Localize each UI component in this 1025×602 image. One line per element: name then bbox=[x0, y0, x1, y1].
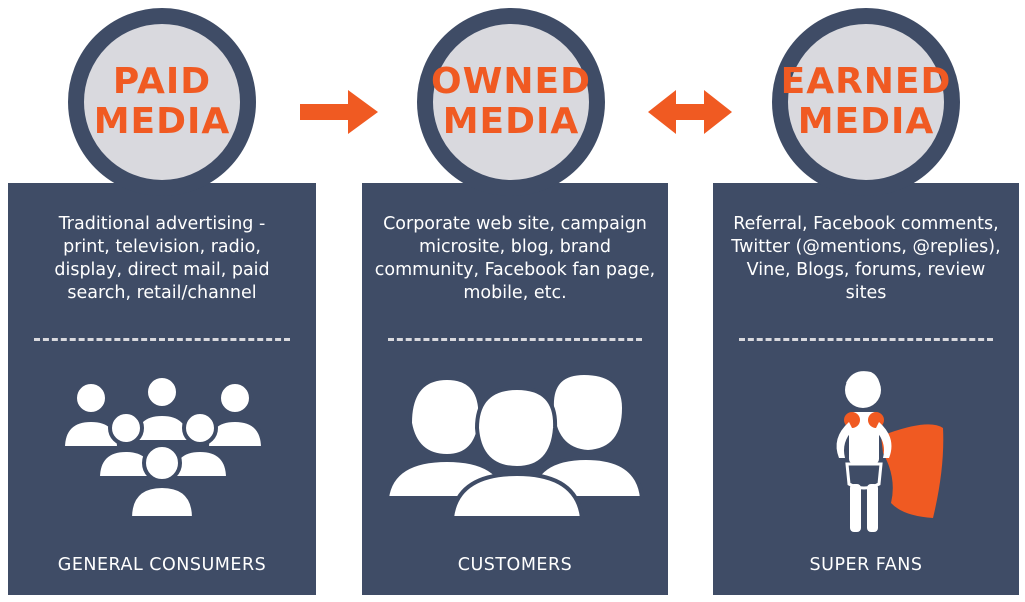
right-arrow-icon bbox=[300, 90, 378, 134]
crowd-icon bbox=[60, 374, 266, 520]
paid-media-audience: GENERAL CONSUMERS bbox=[57, 555, 267, 575]
paid-media-panel: Traditional advertising - print, televis… bbox=[8, 183, 316, 595]
paid-media-title-line-1: PAID bbox=[112, 61, 212, 102]
earned-media-circle: EARNED MEDIA bbox=[772, 8, 960, 196]
earned-media-title-line-2: MEDIA bbox=[797, 101, 935, 142]
owned-media-description: Corporate web site, campaign microsite, … bbox=[374, 214, 656, 303]
earned-media-panel: Referral, Facebook comments, Twitter (@m… bbox=[713, 183, 1019, 595]
earned-media-title-line-1: EARNED bbox=[780, 61, 952, 102]
owned-media-title-line-1: OWNED bbox=[431, 61, 591, 102]
owned-media-panel: Corporate web site, campaign microsite, … bbox=[362, 183, 668, 595]
owned-media-audience: CUSTOMERS bbox=[457, 555, 573, 575]
earned-media-description: Referral, Facebook comments, Twitter (@m… bbox=[731, 214, 1001, 303]
owned-media-title-line-2: MEDIA bbox=[442, 101, 580, 142]
paid-media-description: Traditional advertising - print, televis… bbox=[54, 214, 270, 303]
divider bbox=[739, 338, 993, 341]
superhero-icon bbox=[836, 371, 944, 532]
divider bbox=[388, 338, 642, 341]
owned-media-circle: OWNED MEDIA bbox=[417, 8, 605, 196]
earned-media-audience: SUPER FANS bbox=[809, 555, 923, 575]
paid-media-circle: PAID MEDIA bbox=[68, 8, 256, 196]
double-arrow-icon bbox=[648, 90, 732, 134]
paid-media-title-line-2: MEDIA bbox=[93, 101, 231, 142]
divider bbox=[34, 338, 290, 341]
three-people-icon bbox=[384, 370, 645, 520]
